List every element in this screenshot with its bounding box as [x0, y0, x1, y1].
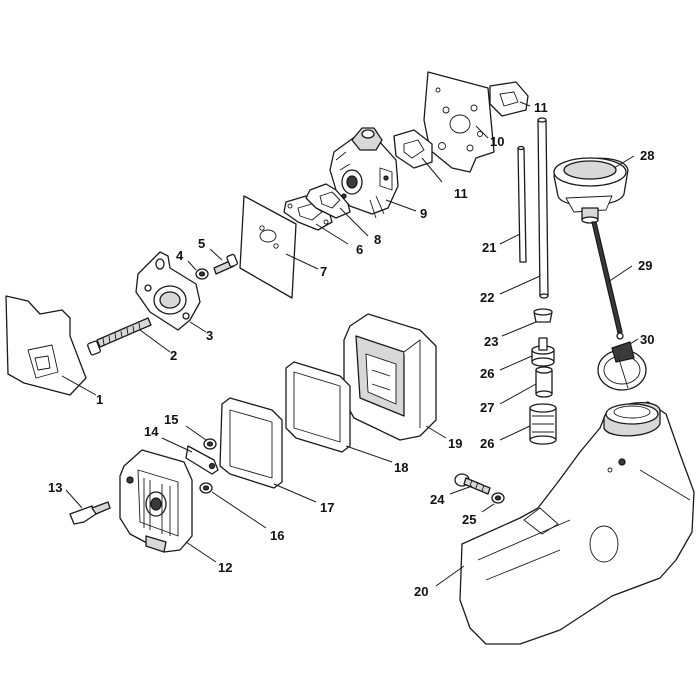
callout-21: 21 — [482, 240, 496, 255]
leader-18 — [345, 445, 393, 463]
part-19-filter-housing — [343, 313, 437, 441]
callout-22: 22 — [480, 290, 494, 305]
leader-9 — [385, 199, 417, 212]
callout-14: 14 — [144, 424, 159, 439]
part-2-long-screw — [87, 317, 152, 356]
part-15-nut — [203, 438, 217, 450]
part-21-hose — [517, 145, 527, 263]
callout-4: 4 — [176, 248, 184, 263]
leader-29 — [607, 265, 633, 283]
part-18-filter-element — [285, 361, 351, 453]
leader-24 — [449, 485, 473, 495]
leader-8 — [339, 207, 369, 237]
callout-1: 1 — [96, 392, 103, 407]
callout-30: 30 — [640, 332, 654, 347]
part-5-short-screw — [213, 253, 239, 275]
part-7-gasket-plate — [239, 195, 297, 299]
callout-19: 19 — [448, 436, 462, 451]
callout-28: 28 — [640, 148, 654, 163]
leader-10 — [475, 125, 489, 139]
leader-21 — [499, 233, 521, 245]
part-27-filter-tube — [535, 366, 553, 398]
leader-6 — [315, 223, 349, 245]
callout-labels: 1 2 3 4 5 6 7 8 9 10 11 11 12 13 14 15 1… — [48, 100, 654, 599]
leader-11b — [421, 157, 443, 183]
leader-16 — [211, 491, 267, 529]
callout-8: 8 — [374, 232, 381, 247]
part-26-lower-fuel-filter — [529, 403, 557, 445]
leader-30 — [629, 338, 639, 345]
part-26-upper-fitting — [531, 337, 555, 367]
callout-24: 24 — [430, 492, 445, 507]
callout-29: 29 — [638, 258, 652, 273]
callout-7: 7 — [320, 264, 327, 279]
leader-4 — [187, 260, 197, 271]
leader-7 — [285, 253, 319, 270]
callout-10: 10 — [490, 134, 504, 149]
leader-22 — [499, 275, 541, 295]
callout-18: 18 — [394, 460, 408, 475]
callout-2: 2 — [170, 348, 177, 363]
part-10-bracket-plate — [423, 71, 495, 173]
leader-5 — [209, 248, 223, 261]
part-14-choke-lever — [185, 445, 219, 475]
leader-14 — [161, 437, 193, 453]
callout-26a: 26 — [480, 366, 494, 381]
callout-3: 3 — [206, 328, 213, 343]
part-23-grommet — [533, 308, 553, 323]
leader-13 — [65, 489, 83, 509]
leader-26b — [499, 425, 531, 441]
leader-3 — [189, 321, 207, 333]
leader-25 — [481, 503, 495, 513]
part-4-nut — [195, 268, 209, 280]
part-22-fuel-line — [537, 117, 549, 299]
callout-16: 16 — [270, 528, 284, 543]
leader-1 — [61, 375, 97, 396]
callout-6: 6 — [356, 242, 363, 257]
callout-27: 27 — [480, 400, 494, 415]
callout-15: 15 — [164, 412, 178, 427]
part-3-intake-flange — [135, 251, 201, 331]
leader-26a — [499, 355, 533, 371]
callout-25: 25 — [462, 512, 476, 527]
part-25-washer — [491, 492, 505, 504]
leader-27 — [499, 383, 537, 405]
callout-20: 20 — [414, 584, 428, 599]
leader-2 — [139, 329, 171, 353]
leader-17 — [273, 483, 317, 503]
callout-11a: 11 — [534, 100, 548, 115]
leader-19 — [425, 425, 447, 439]
leader-28 — [613, 155, 635, 169]
part-30-retainer-ring — [597, 341, 647, 391]
leader-11a — [519, 101, 531, 107]
callout-13: 13 — [48, 480, 62, 495]
part-28-fuel-cap — [553, 157, 629, 224]
leader-lines — [61, 101, 639, 587]
leader-12 — [185, 541, 217, 563]
callout-5: 5 — [198, 236, 205, 251]
leader-20 — [435, 565, 465, 587]
part-17-prefilter-pad — [219, 397, 283, 489]
part-9-carburetor — [329, 127, 399, 219]
part-24-screw — [454, 473, 491, 495]
callout-12: 12 — [218, 560, 232, 575]
part-12-filter-cover — [119, 449, 193, 553]
part-13-choke-knob — [69, 501, 111, 525]
part-16-nut — [199, 482, 213, 494]
leader-23 — [501, 321, 537, 337]
leader-15 — [185, 425, 207, 441]
callout-26b: 26 — [480, 436, 494, 451]
part-11-lower-gasket — [393, 129, 433, 169]
part-1-heat-shield — [5, 295, 87, 396]
part-11-upper-gasket — [489, 81, 529, 117]
part-20-fuel-tank — [459, 401, 695, 645]
callout-17: 17 — [320, 500, 334, 515]
callout-11b: 11 — [454, 186, 468, 201]
callout-23: 23 — [484, 334, 498, 349]
callout-9: 9 — [420, 206, 427, 221]
part-29-cap-cord — [591, 221, 624, 340]
